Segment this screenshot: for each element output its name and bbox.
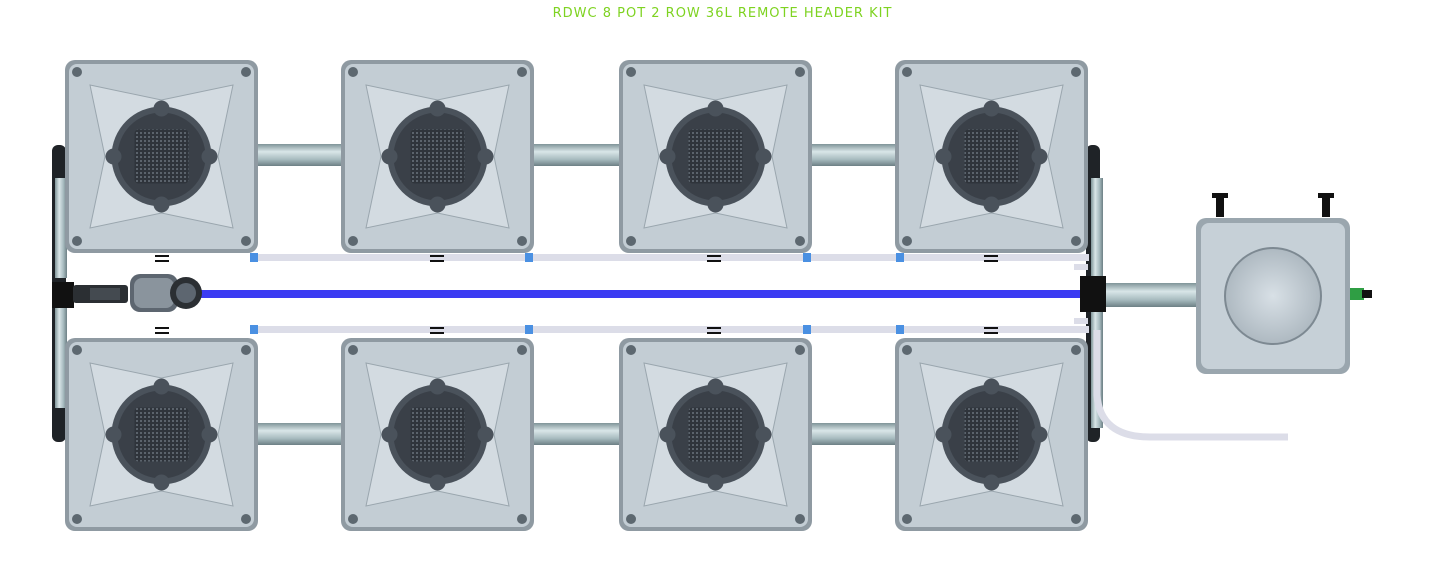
- pot-5: [65, 338, 258, 531]
- clip-marks: [155, 255, 998, 334]
- bottom-row-pipes: [250, 423, 904, 445]
- pots-group: [65, 60, 1088, 531]
- drain-connectors: [250, 253, 904, 334]
- pot-6: [341, 338, 534, 531]
- left-pipe-upper: [55, 178, 67, 278]
- pot-3: [619, 60, 812, 253]
- header-tank: [1196, 193, 1372, 374]
- net-basket: [964, 129, 1019, 184]
- net-basket: [964, 407, 1019, 462]
- net-basket: [410, 407, 465, 462]
- net-basket: [410, 129, 465, 184]
- pot-8: [895, 338, 1088, 531]
- blue-supply-line: [200, 290, 1100, 298]
- net-basket: [688, 407, 743, 462]
- top-row-pipes: [250, 144, 904, 166]
- net-basket: [688, 129, 743, 184]
- net-basket: [134, 129, 189, 184]
- pot-1: [65, 60, 258, 253]
- pump-assembly: [73, 274, 202, 312]
- left-pipe-lower: [55, 308, 67, 408]
- header-union-fitting: [1080, 276, 1106, 312]
- header-connection-pipe: [1104, 283, 1200, 307]
- pot-7: [619, 338, 812, 531]
- drain-lines: [253, 254, 1288, 441]
- pot-2: [341, 60, 534, 253]
- net-basket: [134, 407, 189, 462]
- left-tee-fitting: [52, 282, 74, 308]
- diagram-title: RDWC 8 POT 2 ROW 36L REMOTE HEADER KIT: [552, 6, 893, 21]
- pot-4: [895, 60, 1088, 253]
